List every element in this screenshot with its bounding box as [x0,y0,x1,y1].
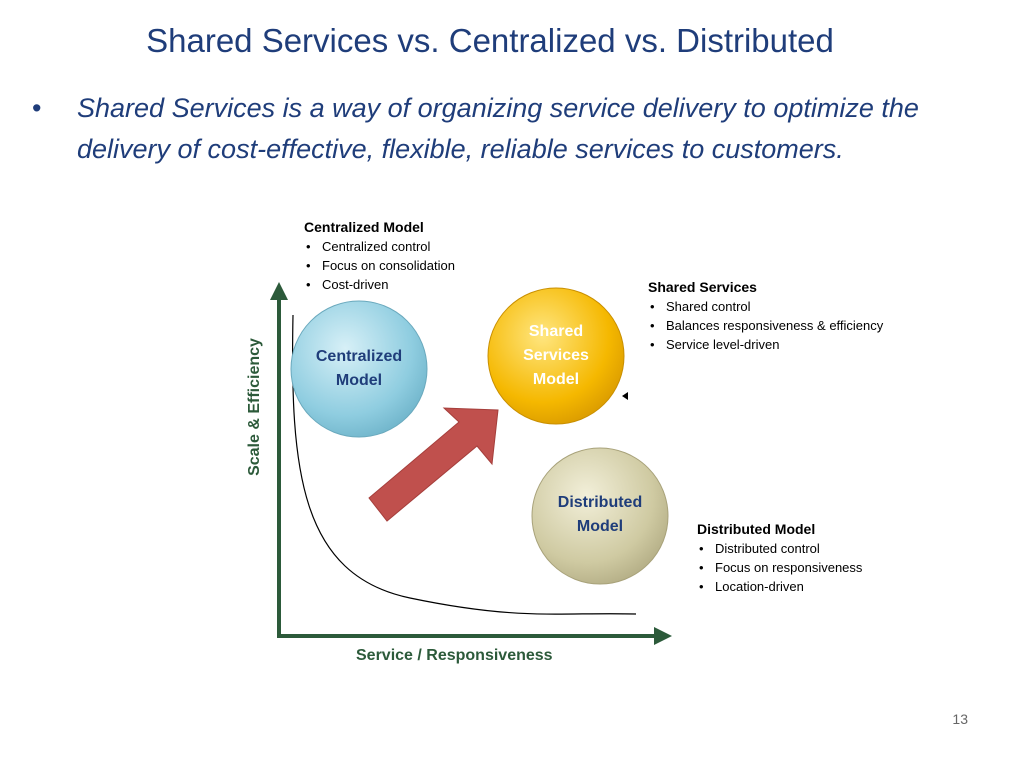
centralized-info-heading: Centralized Model [304,219,424,235]
y-axis-label: Scale & Efficiency [246,338,263,476]
list-item: Cost-driven [304,275,455,294]
list-item: Shared control [648,297,883,316]
bullet-dot: • [32,93,42,123]
distributed-info-list: Distributed control Focus on responsiven… [697,539,862,596]
distributed-model-info: Distributed Model Distributed control Fo… [697,520,862,596]
x-axis-label: Service / Responsiveness [356,647,553,664]
shared-label-line3: Model [532,371,580,388]
shared-services-model-circle [487,287,625,425]
list-item: Balances responsiveness & efficiency [648,316,883,335]
centralized-label-line1: Centralized [315,348,403,365]
list-item: Location-driven [697,577,862,596]
list-item: Distributed control [697,539,862,558]
list-item: Focus on responsiveness [697,558,862,577]
tradeoff-curve [291,314,637,615]
list-item: Centralized control [304,237,455,256]
x-axis-arrowhead [654,627,672,645]
transition-arrow [368,407,499,522]
shared-info-list: Shared control Balances responsiveness &… [648,297,883,354]
distributed-label-line2: Model [576,518,624,535]
centralized-model-info: Centralized Model Centralized control Fo… [304,218,455,294]
distributed-label-line1: Distributed [557,494,643,511]
shared-services-info: Shared Services Shared control Balances … [648,278,883,354]
shared-info-heading: Shared Services [648,279,757,295]
distributed-info-heading: Distributed Model [697,521,816,537]
shared-label-line2: Services [523,347,589,364]
distributed-model-label: Distributed Model [540,491,660,539]
shared-services-model-label: Shared Services Model [496,320,616,392]
shared-label-line1: Shared [528,323,584,340]
page-number: 13 [952,711,968,727]
centralized-label-line2: Model [335,372,383,389]
centralized-model-circle [290,300,428,438]
y-axis-arrowhead [270,282,288,300]
list-item: Service level-driven [648,335,883,354]
slide-title: Shared Services vs. Centralized vs. Dist… [146,22,834,59]
bullet-text: Shared Services is a way of organizing s… [77,93,919,164]
distributed-model-circle [531,447,669,585]
pointer-mark [622,392,628,400]
bullet-point: • Shared Services is a way of organizing… [32,88,992,170]
centralized-info-list: Centralized control Focus on consolidati… [304,237,455,294]
list-item: Focus on consolidation [304,256,455,275]
centralized-model-label: Centralized Model [299,345,419,393]
